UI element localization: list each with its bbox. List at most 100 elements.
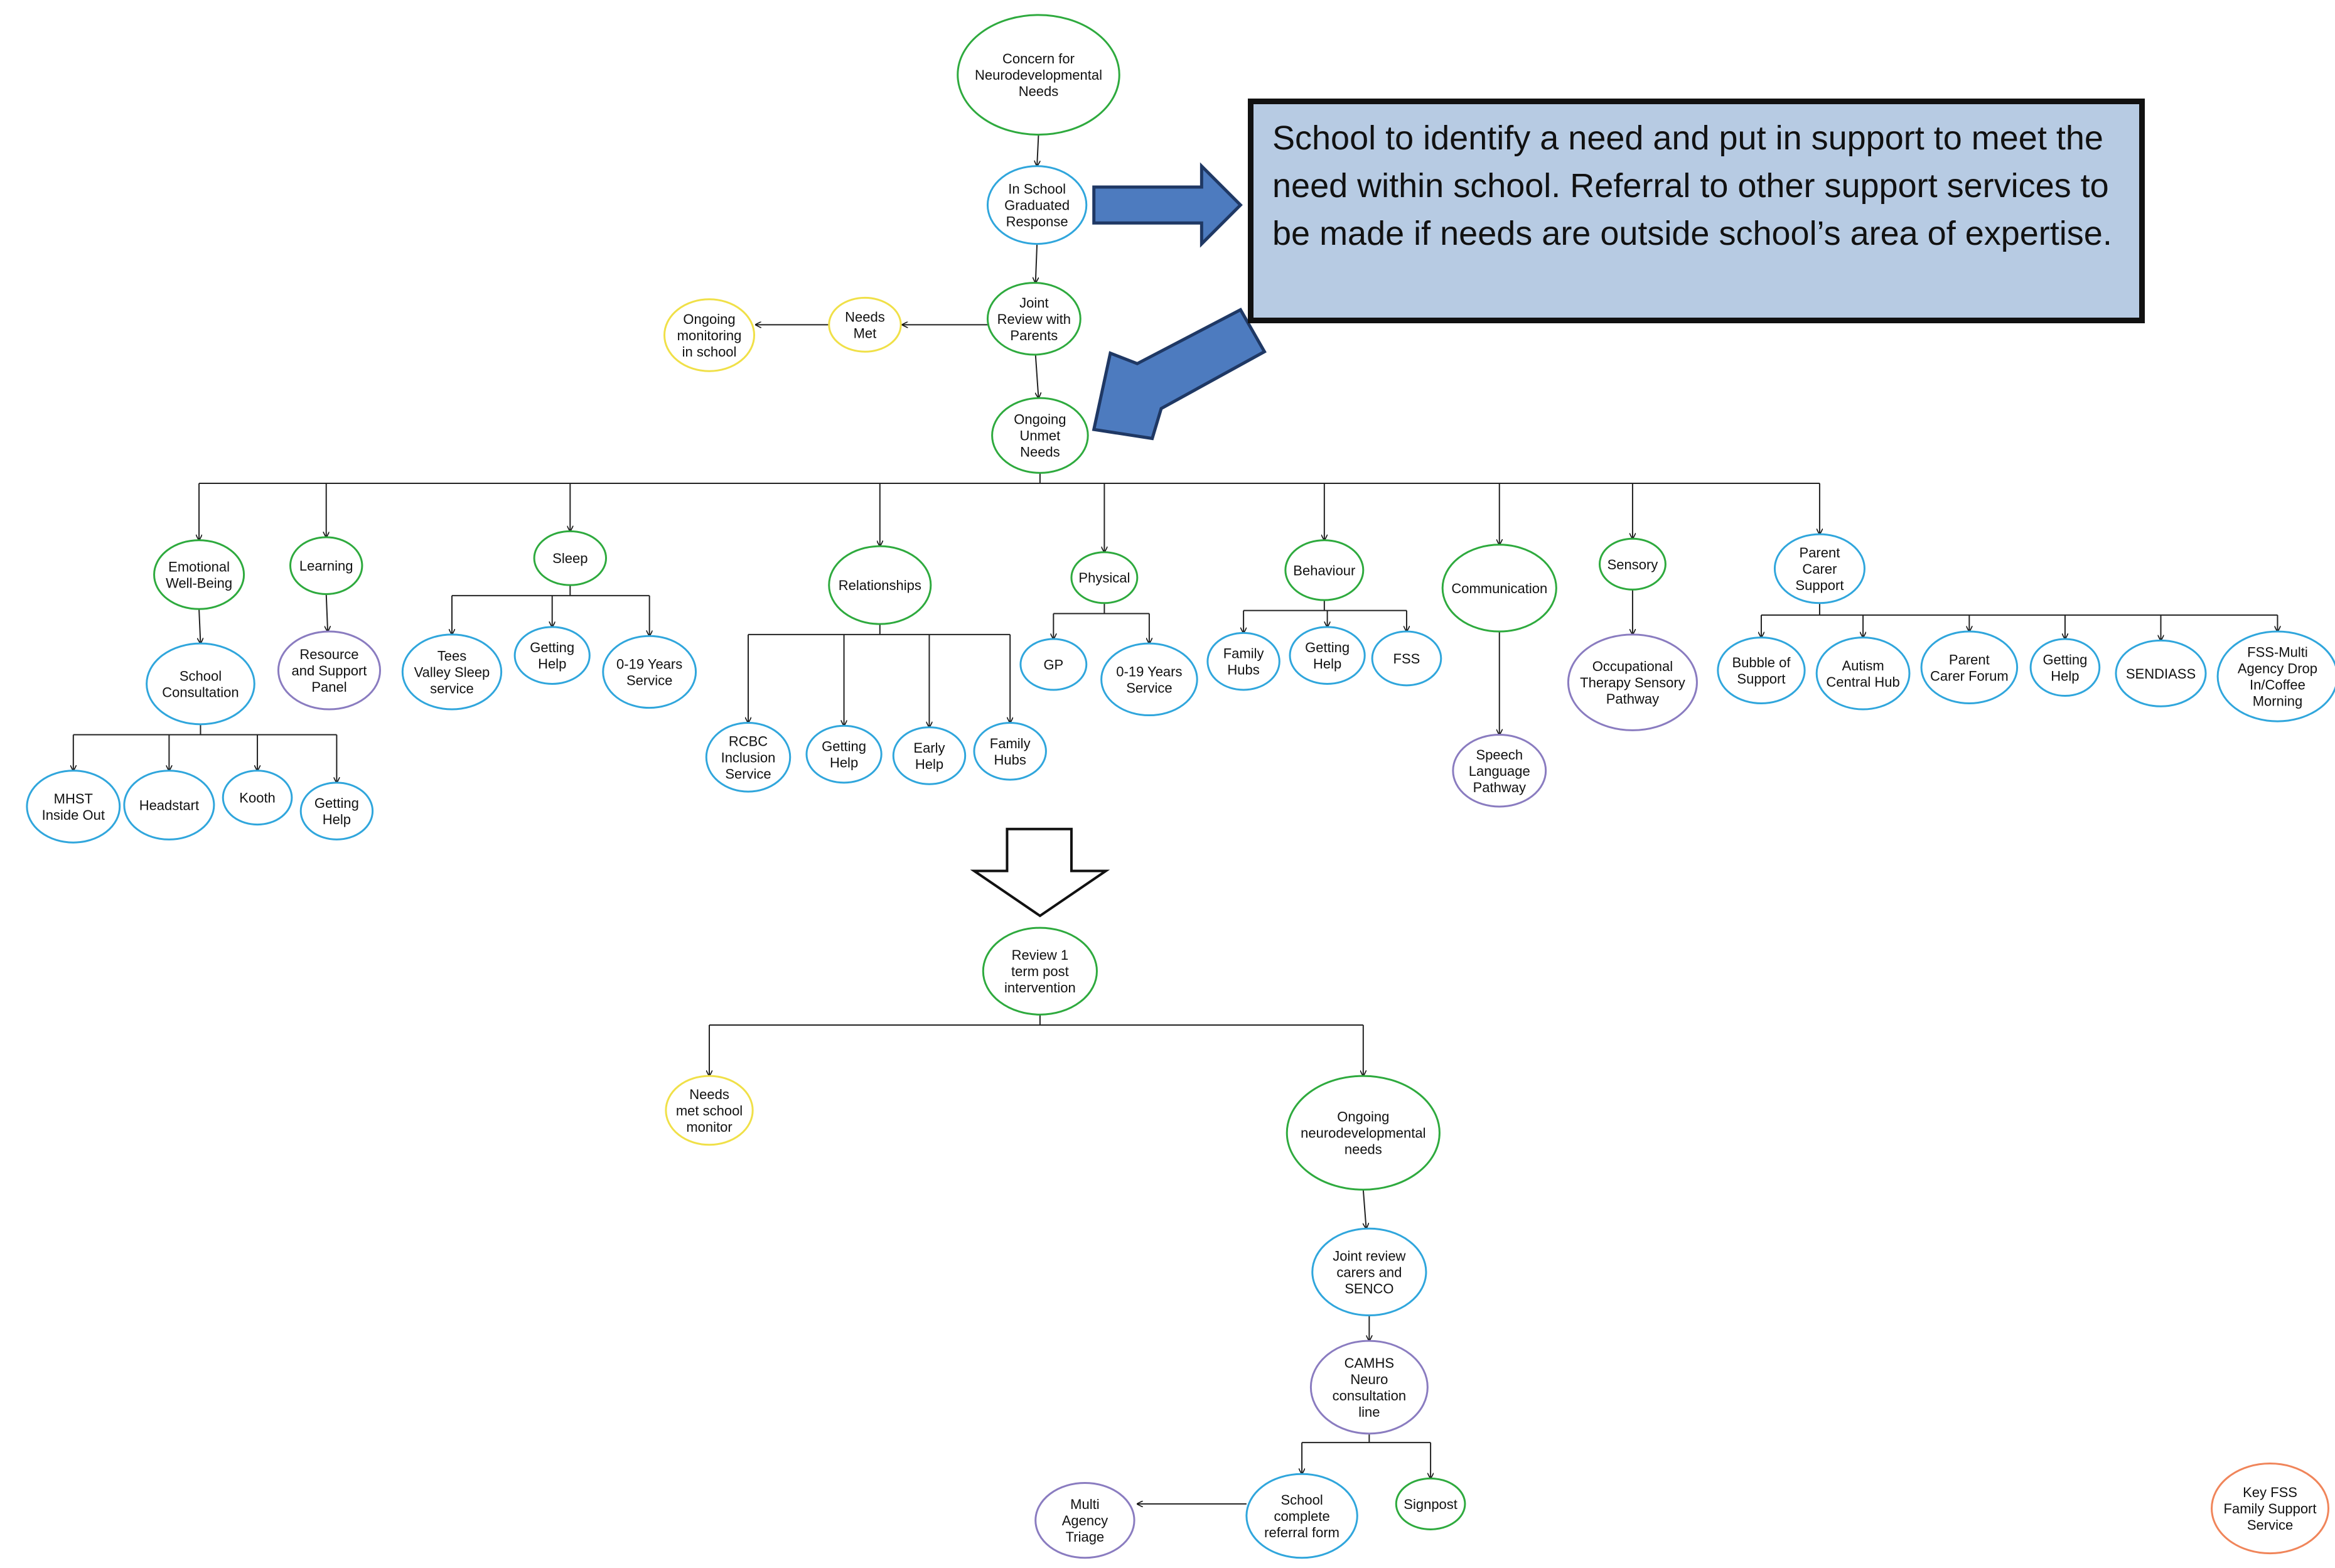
node-label-line: Getting [530, 640, 574, 655]
node-label-line: Hubs [1227, 662, 1259, 678]
node-label-line: Tees [437, 648, 466, 663]
node-label-line: neurodevelopmental [1301, 1125, 1425, 1141]
node-label-line: Review with [997, 311, 1071, 327]
node-label-line: Support [1737, 671, 1785, 687]
node-label-line: term post [1011, 964, 1069, 979]
node-ellipse [2029, 638, 2101, 697]
node-ellipse [828, 296, 902, 353]
node-kooth: Kooth [222, 770, 293, 826]
node-ellipse [289, 536, 363, 595]
node-sensory: Sensory [1598, 537, 1667, 591]
node-label-line: Met [854, 325, 877, 341]
node-label-line: Parents [1010, 328, 1058, 343]
node-physical: Physical [1070, 551, 1139, 604]
node-label-line: Ongoing [1014, 412, 1066, 427]
node-ellipse [892, 726, 967, 785]
node-label-line: Unmet [1019, 428, 1060, 444]
node-label-line: Bubble of [1732, 655, 1791, 670]
node-ellipse [1206, 631, 1280, 691]
node-ellipse [1815, 636, 1911, 711]
node-label-line: Ongoing [683, 311, 735, 327]
node-behaviour: Behaviour [1284, 539, 1365, 601]
node-label-line: SENCO [1345, 1281, 1393, 1296]
node-label-line: line [1358, 1404, 1380, 1420]
node-label-line: Carer [1802, 561, 1837, 577]
node-ellipse [1070, 551, 1139, 604]
down-outline-arrow [970, 827, 1110, 918]
node-label-line: Inside Out [42, 807, 105, 823]
node-label-line: In School [1008, 181, 1066, 197]
node-ellipse [2115, 639, 2207, 707]
direction-arrows [970, 162, 1267, 918]
node-label-line: Panel [311, 679, 346, 695]
node-label-line: School [1280, 1492, 1323, 1508]
node-label-line: Graduated [1004, 198, 1070, 213]
node-ellipse [401, 633, 503, 711]
node-label-line: Service [1126, 680, 1172, 695]
node-label-line: Parent [1949, 652, 1990, 667]
node-label-line: Family [1223, 646, 1264, 662]
node-label-line: Help [323, 812, 351, 827]
node-ellipse [602, 635, 697, 709]
node-ellipse [513, 626, 591, 685]
node-ellipse [1286, 1075, 1441, 1191]
node-ellipse [1395, 1477, 1466, 1530]
node-label-line: Service [626, 672, 672, 688]
connector-line [326, 594, 328, 631]
connectors [73, 134, 2278, 1504]
node-label-line: Getting [1305, 640, 1350, 655]
node-label-line: SENDIASS [2126, 666, 2196, 682]
node-label-line: Headstart [139, 798, 199, 814]
school-identify-need-callout: School to identify a need and put in sup… [1248, 99, 2145, 323]
node-ellipse [222, 770, 293, 826]
node-label-line: monitor [686, 1119, 732, 1135]
node-label-line: Family Support [2224, 1501, 2317, 1517]
node-ellipse [1311, 1227, 1427, 1317]
node-label-line: Communication [1451, 581, 1547, 596]
node-label-line: Learning [299, 558, 353, 574]
node-label-line: Early [913, 740, 945, 756]
node-label-line: In/Coffee [2250, 677, 2305, 693]
node-ellipse [982, 926, 1098, 1016]
node-label-line: Needs [845, 309, 885, 325]
node-label-line: FSS-Multi [2247, 645, 2308, 660]
node-label-line: Parent [1800, 545, 1840, 561]
node-relationships: Relationships [828, 545, 932, 625]
node-label-line: Help [2051, 668, 2079, 684]
node-ellipse [1567, 633, 1698, 731]
node-label-line: referral form [1264, 1525, 1339, 1540]
node-label-line: Key FSS [2243, 1485, 2297, 1500]
node-label-line: Emotional [168, 559, 230, 574]
node-label-line: carers and [1336, 1264, 1402, 1280]
node-label-line: FSS [1393, 651, 1420, 667]
node-label-line: Neurodevelopmental [975, 67, 1102, 83]
node-label-line: Relationships [839, 577, 921, 593]
connector-line [1034, 354, 1039, 398]
node-label-line: complete [1274, 1508, 1329, 1524]
node-gp: GP [1019, 638, 1088, 691]
node-ellipse [1245, 1473, 1358, 1559]
node-label-line: Consultation [162, 684, 239, 700]
node-label-line: GP [1043, 657, 1063, 672]
node-ellipse [1100, 642, 1198, 717]
node-ellipse [805, 724, 883, 784]
